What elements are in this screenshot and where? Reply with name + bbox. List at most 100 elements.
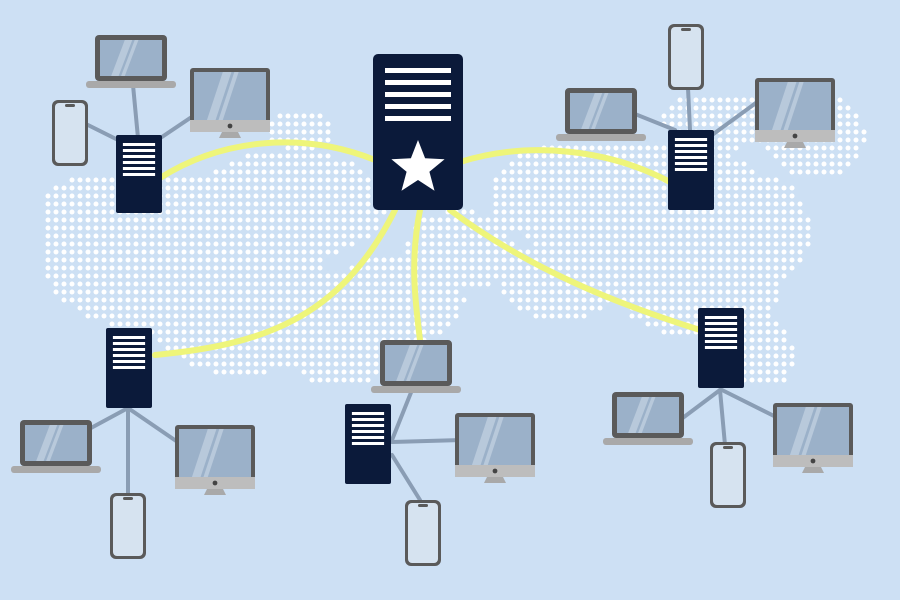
map-dot — [661, 257, 667, 263]
map-dot — [309, 321, 315, 327]
map-dot — [629, 289, 635, 295]
map-dot — [765, 369, 771, 375]
map-dot — [133, 241, 139, 247]
map-dot — [277, 201, 283, 207]
map-dot — [197, 249, 203, 255]
map-dot — [229, 177, 235, 183]
map-dot — [285, 113, 291, 119]
map-dot — [429, 217, 435, 223]
map-dot — [717, 121, 723, 127]
map-dot — [453, 249, 459, 255]
map-dot — [429, 321, 435, 327]
map-dot — [445, 281, 451, 287]
map-dot — [333, 321, 339, 327]
map-dot — [333, 225, 339, 231]
map-dot — [245, 321, 251, 327]
map-dot — [285, 313, 291, 319]
map-dot — [197, 297, 203, 303]
map-dot — [309, 121, 315, 127]
map-dot — [93, 297, 99, 303]
map-dot — [141, 297, 147, 303]
map-dot — [597, 225, 603, 231]
map-dot — [661, 169, 667, 175]
map-dot — [109, 321, 115, 327]
map-dot — [661, 185, 667, 191]
map-dot — [645, 321, 651, 327]
map-dot — [181, 241, 187, 247]
map-dot — [589, 177, 595, 183]
map-dot — [421, 329, 427, 335]
map-dot — [717, 217, 723, 223]
map-dot — [325, 177, 331, 183]
map-dot — [293, 185, 299, 191]
map-dot — [613, 265, 619, 271]
map-dot — [749, 185, 755, 191]
map-dot — [613, 209, 619, 215]
map-dot — [77, 273, 83, 279]
map-dot — [565, 265, 571, 271]
map-dot — [549, 169, 555, 175]
map-dot — [557, 305, 563, 311]
map-dot — [285, 193, 291, 199]
map-dot — [61, 249, 67, 255]
link-hub-to-s — [411, 207, 423, 343]
map-dot — [773, 265, 779, 271]
map-dot — [677, 217, 683, 223]
map-dot — [565, 169, 571, 175]
map-dot — [269, 353, 275, 359]
map-dot — [533, 193, 539, 199]
map-dot — [565, 313, 571, 319]
map-dot — [317, 121, 323, 127]
map-dot — [157, 313, 163, 319]
map-dot — [365, 185, 371, 191]
map-dot — [709, 225, 715, 231]
map-dot — [421, 281, 427, 287]
map-dot — [381, 305, 387, 311]
map-dot — [653, 297, 659, 303]
map-dot — [85, 305, 91, 311]
map-dot — [549, 313, 555, 319]
map-dot — [757, 289, 763, 295]
map-dot — [669, 313, 675, 319]
map-dot — [749, 369, 755, 375]
map-dot — [237, 249, 243, 255]
map-dot — [325, 353, 331, 359]
map-dot — [613, 249, 619, 255]
map-dot — [749, 193, 755, 199]
map-dot — [429, 233, 435, 239]
map-dot — [693, 113, 699, 119]
map-dot — [757, 193, 763, 199]
map-dot — [253, 353, 259, 359]
map-dot — [237, 369, 243, 375]
map-dot — [773, 145, 779, 151]
map-dot — [285, 209, 291, 215]
map-dot — [845, 145, 851, 151]
map-dot — [165, 217, 171, 223]
map-dot — [493, 273, 499, 279]
map-dot — [613, 225, 619, 231]
map-dot — [517, 209, 523, 215]
map-dot — [613, 217, 619, 223]
map-dot — [205, 185, 211, 191]
map-dot — [229, 169, 235, 175]
map-dot — [261, 321, 267, 327]
map-dot — [749, 297, 755, 303]
map-dot — [605, 161, 611, 167]
map-dot — [389, 289, 395, 295]
map-dot — [549, 249, 555, 255]
map-dot — [509, 265, 515, 271]
map-dot — [405, 273, 411, 279]
map-dot — [277, 169, 283, 175]
map-dot — [285, 345, 291, 351]
map-dot — [573, 161, 579, 167]
map-dot — [653, 145, 659, 151]
map-dot — [637, 209, 643, 215]
map-dot — [245, 361, 251, 367]
map-dot — [141, 273, 147, 279]
map-dot — [725, 241, 731, 247]
map-dot — [709, 113, 715, 119]
map-dot — [117, 321, 123, 327]
map-dot — [45, 265, 51, 271]
map-dot — [717, 105, 723, 111]
map-dot — [725, 113, 731, 119]
